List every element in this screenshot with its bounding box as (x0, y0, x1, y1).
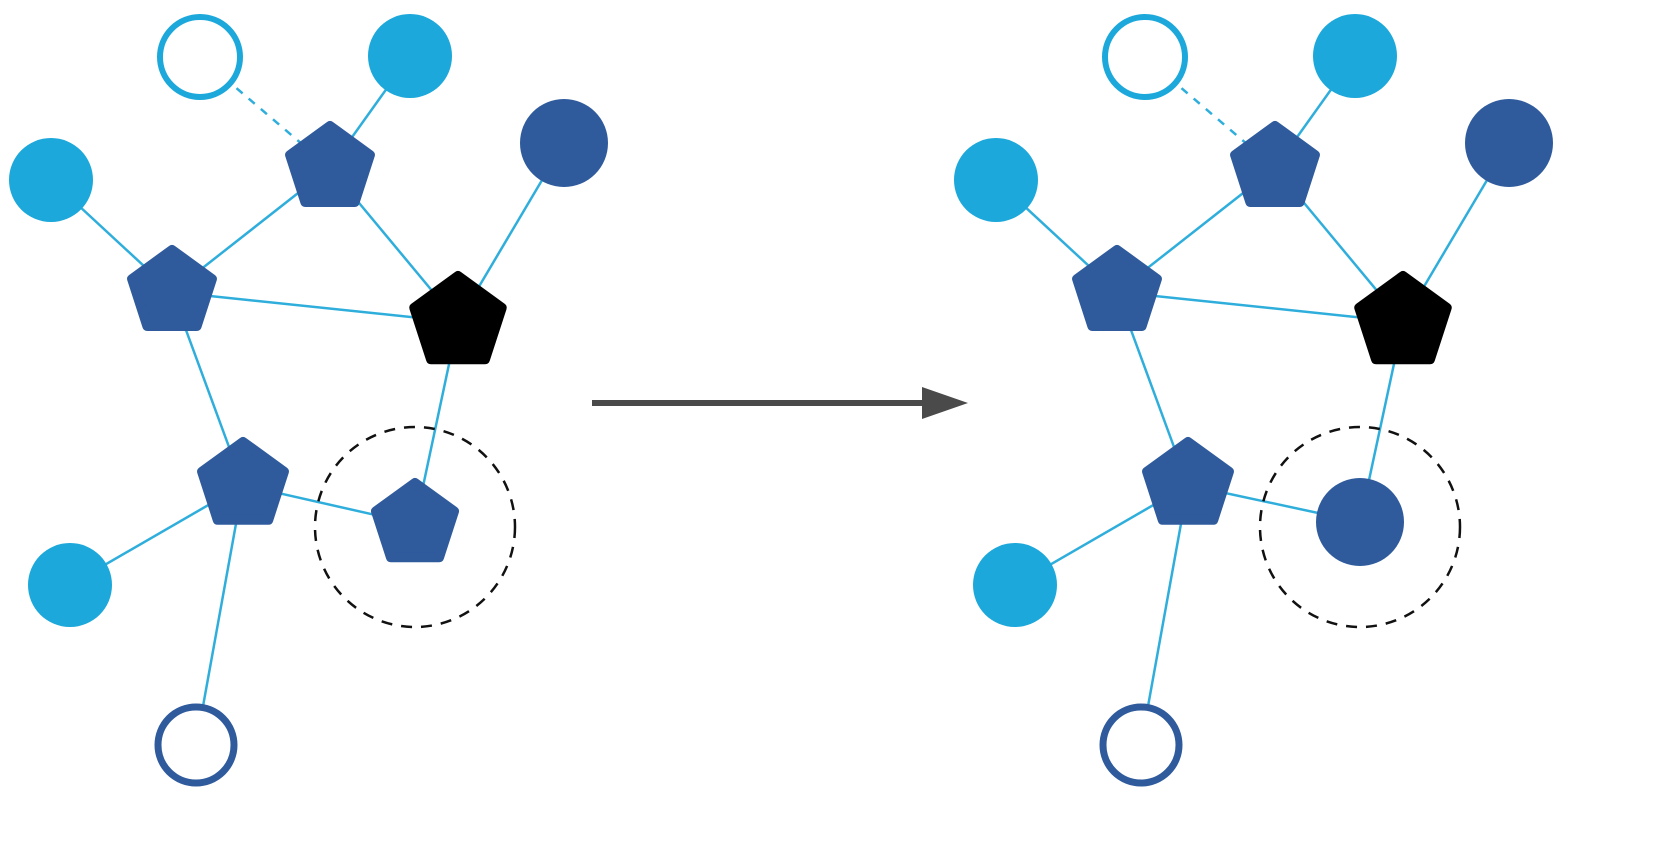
node-dark-blue-circle-right (520, 99, 608, 187)
highlight-dashed-circle (1258, 425, 1462, 629)
edge-pentagon-lower-to-outlined-dark-circle-bottom (194, 484, 245, 746)
node-target-node (371, 478, 459, 563)
node-cyan-circle-left (9, 138, 93, 222)
edge-pentagon-lower-to-outlined-dark-circle-bottom (1139, 484, 1190, 746)
node-cyan-circle-top (368, 14, 452, 98)
node-black-pentagon (1354, 271, 1452, 365)
node-outlined-dark-circle-bottom (1099, 703, 1183, 787)
node-cyan-circle-left (954, 138, 1038, 222)
node-pentagon-top (285, 121, 375, 207)
node-black-pentagon (409, 271, 507, 365)
node-cyan-circle-bottom (973, 543, 1057, 627)
node-cyan-circle-bottom (28, 543, 112, 627)
node-pentagon-lower (1142, 437, 1234, 525)
node-dark-blue-circle-right (1465, 99, 1553, 187)
node-pentagon-left (1072, 245, 1162, 331)
edge-pentagon-left-to-black-pentagon (171, 290, 459, 324)
node-cyan-circle-top (1313, 14, 1397, 98)
edge-outlined-cyan-circle-to-pentagon-top (199, 56, 331, 169)
transform-arrow-head (922, 387, 968, 419)
edge-outlined-cyan-circle-to-pentagon-top (1144, 56, 1276, 169)
node-target-node (1316, 478, 1404, 566)
node-outlined-cyan-circle (157, 14, 243, 100)
node-pentagon-left (127, 245, 217, 331)
node-pentagon-lower (197, 437, 289, 525)
node-outlined-cyan-circle (1102, 14, 1188, 100)
edge-pentagon-left-to-black-pentagon (1116, 290, 1404, 324)
highlight-dashed-circle (313, 425, 517, 629)
node-pentagon-top (1230, 121, 1320, 207)
node-outlined-dark-circle-bottom (154, 703, 238, 787)
